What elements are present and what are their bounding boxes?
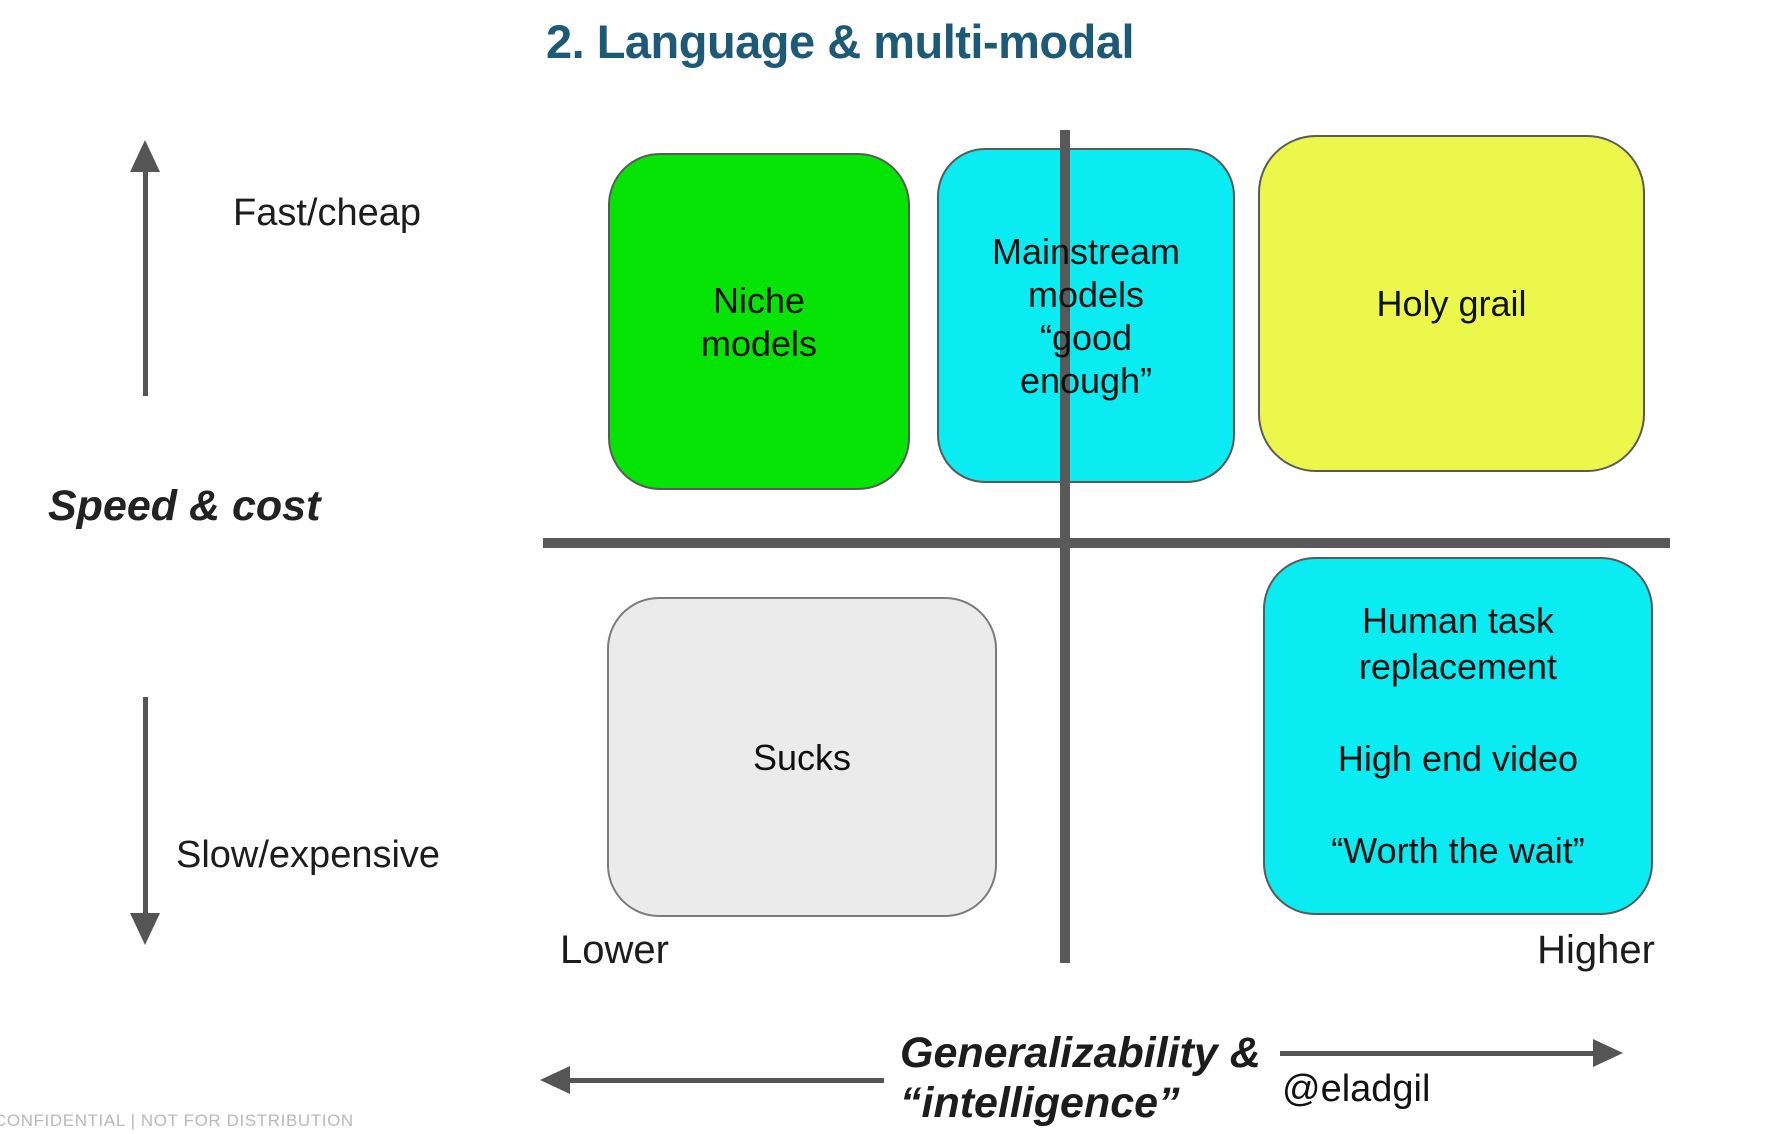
arrow-line <box>1280 1051 1596 1056</box>
attribution-handle: @eladgil <box>1282 1068 1431 1110</box>
arrow-head-down-icon <box>130 913 160 945</box>
label-holy-grail: Holy grail <box>1376 283 1527 324</box>
label-mainstream-models: Mainstream models “good enough” <box>991 230 1181 401</box>
slide-title: 2. Language & multi-modal <box>545 15 1135 68</box>
arrow-head-up-icon <box>130 140 160 172</box>
box-holy-grail <box>1258 135 1645 472</box>
box-niche-models <box>608 153 910 490</box>
quadrant-line-horizontal <box>543 538 1670 548</box>
higher-label: Higher <box>1537 928 1655 972</box>
fast-cheap-label: Fast/cheap <box>233 192 421 234</box>
label-niche-models: Niche models <box>700 279 818 364</box>
arrow-head-right-icon <box>1593 1039 1623 1067</box>
label-sucks: Sucks <box>752 736 852 778</box>
generalizability-axis-label: Generalizability & “intelligence” <box>900 1029 1261 1127</box>
arrow-head-left-icon <box>540 1066 570 1094</box>
quadrant-line-vertical <box>1060 130 1070 963</box>
slow-expensive-label: Slow/expensive <box>176 834 441 876</box>
arrow-line <box>143 168 148 396</box>
label-human-task-replacement: Human task replacement High end video “W… <box>1331 600 1585 871</box>
lower-label: Lower <box>560 928 669 972</box>
box-mainstream-models <box>937 148 1235 483</box>
speed-cost-axis-label: Speed & cost <box>48 482 321 530</box>
box-human-task-replacement <box>1263 557 1653 915</box>
arrow-line <box>558 1078 884 1083</box>
box-sucks <box>607 597 997 917</box>
confidential-watermark: CONFIDENTIAL | NOT FOR DISTRIBUTION <box>0 1111 354 1130</box>
arrow-line <box>143 697 148 915</box>
